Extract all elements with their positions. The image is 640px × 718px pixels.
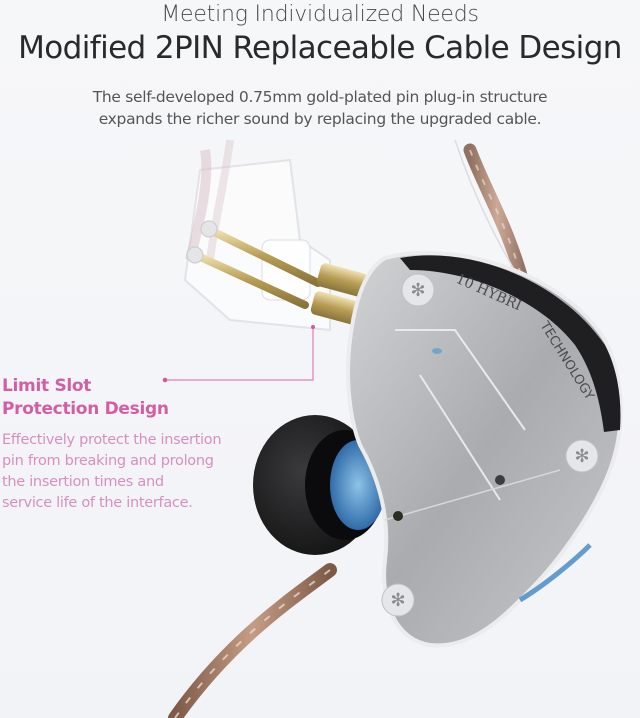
- callout-body-line: Effectively protect the insertion: [2, 432, 222, 448]
- header-subtitle: Meeting Individualized Needs: [161, 2, 479, 27]
- gold-pins: [186, 220, 322, 309]
- header-description: The self-developed 0.75mm gold-plated pi…: [0, 86, 640, 130]
- description-line: expands the richer sound by replacing th…: [98, 110, 542, 128]
- callout-title-line: Limit Slot: [2, 376, 92, 396]
- cable-bottom: [168, 563, 337, 718]
- screw-icon: ✻: [565, 439, 599, 473]
- gold-socket: [310, 263, 368, 325]
- svg-text:✻: ✻: [574, 446, 589, 467]
- svg-text:✻: ✻: [410, 280, 425, 301]
- callout-body-line: pin from breaking and prolong: [2, 453, 214, 469]
- callout-body: Effectively protect the insertion pin fr…: [2, 430, 242, 514]
- callout-leader-line: [162, 325, 315, 383]
- screw-icon: ✻: [381, 583, 415, 617]
- description-line: The self-developed 0.75mm gold-plated pi…: [92, 88, 548, 106]
- page-title: Modified 2PIN Replaceable Cable Design: [18, 30, 622, 66]
- callout-body-line: service life of the interface.: [2, 495, 193, 511]
- callout-title: Limit Slot Protection Design: [2, 375, 169, 421]
- screw-icon: ✻: [401, 273, 435, 307]
- svg-text:✻: ✻: [390, 590, 405, 611]
- earphone-shell: ✻ ✻ ✻ 10 HYBRI TECHNOLOGY: [346, 250, 623, 648]
- callout-title-line: Protection Design: [2, 399, 169, 419]
- callout-body-line: the insertion times and: [2, 474, 164, 490]
